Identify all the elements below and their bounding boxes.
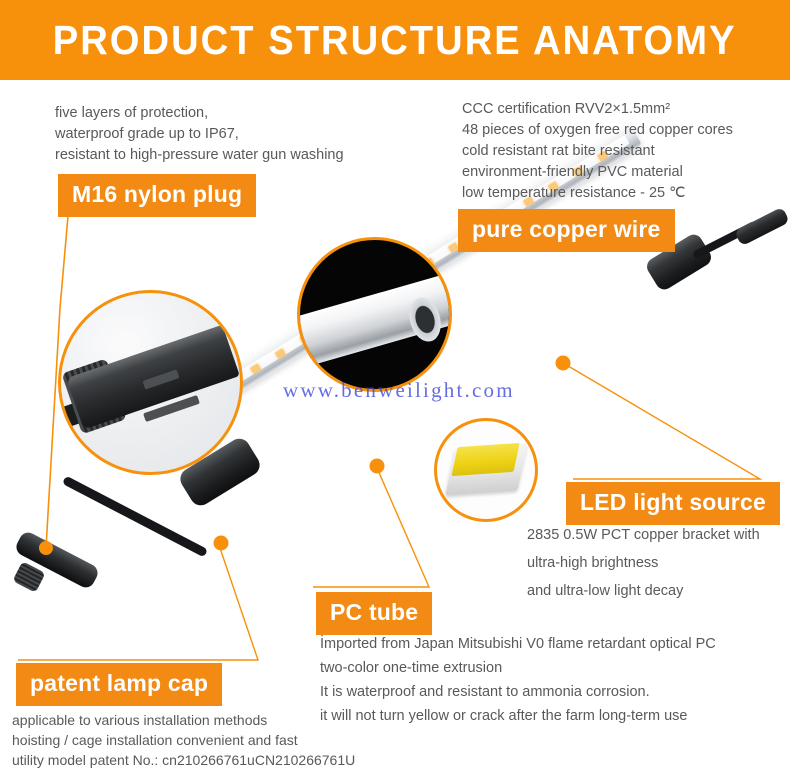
pure-copper-wire-description: CCC certification RVV2×1.5mm² 48 pieces …: [462, 101, 733, 201]
pc-tube-inset-photo: [297, 237, 452, 392]
site-watermark: www.benweilight.com: [283, 378, 515, 402]
m16-plug-inset-photo: [58, 290, 243, 475]
pc-tube-description: İmported from Japan Mitsubishi V0 flame …: [320, 636, 716, 724]
header-banner: PRODUCT STRUCTURE ANATOMY: [0, 0, 790, 80]
m16-nylon-plug-description: five layers of protection, waterproof gr…: [55, 105, 344, 163]
connector-plug-bottom-nut: [12, 561, 46, 593]
power-cable-bottom: [61, 475, 209, 558]
patent-lamp-cap-description: applicable to various installation metho…: [12, 712, 356, 768]
led-light-source-description: 2835 0.5W PCT copper bracket with ultra-…: [527, 527, 760, 599]
connector-plug-bottom: [13, 529, 101, 591]
led-chip-inset-photo: [434, 418, 538, 522]
pc-tube-label[interactable]: PC tube: [316, 592, 433, 635]
page-title: PRODUCT STRUCTURE ANATOMY: [53, 16, 737, 63]
patent-lamp-cap-label[interactable]: patent lamp cap: [16, 663, 223, 706]
pure-copper-wire-label[interactable]: pure copper wire: [458, 209, 675, 252]
m16-nylon-plug-label[interactable]: M16 nylon plug: [58, 174, 257, 217]
power-cable-top: [691, 220, 759, 260]
connector-plug-top: [734, 206, 790, 247]
led-light-source-label[interactable]: LED light source: [566, 482, 780, 525]
